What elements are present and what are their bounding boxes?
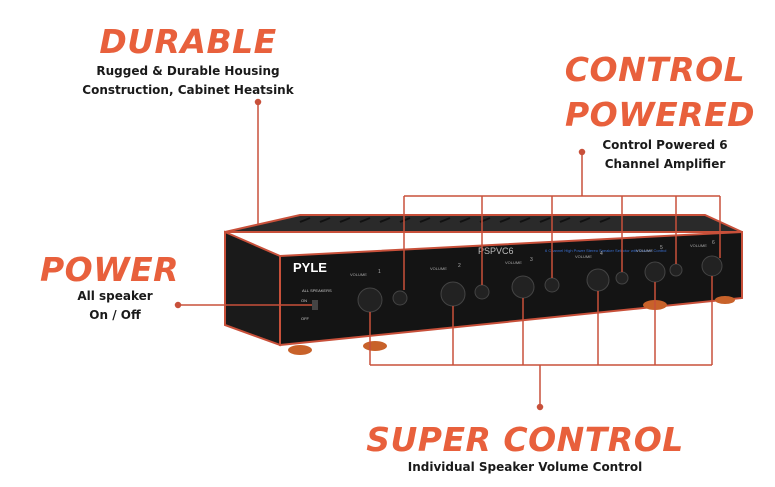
device-foot	[288, 345, 312, 355]
power-off-label: OFF	[301, 316, 310, 321]
control-powered-heading-line2: POWERED	[564, 95, 756, 134]
control-powered-heading-line1: CONTROL	[564, 50, 746, 89]
volume-label: VOLUME	[636, 248, 653, 253]
selector-button[interactable]	[392, 290, 408, 306]
super-control-subtitle: Individual Speaker Volume Control	[407, 460, 643, 474]
device-side-panel	[224, 230, 281, 347]
power-on-label: ON	[301, 298, 307, 303]
channel-number: 3	[530, 257, 533, 263]
channel-number: 5	[660, 245, 663, 251]
power-heading: POWER	[40, 250, 180, 289]
channel-2: VOLUME 2	[430, 263, 490, 307]
volume-label: VOLUME	[690, 243, 707, 248]
brand-logo: PYLE	[293, 260, 327, 275]
durable-desc-line2: Construction, Cabinet Heatsink	[82, 83, 294, 97]
durable-heading: DURABLE	[99, 22, 277, 61]
channel-number: 6	[712, 240, 715, 246]
channel-number: 4	[600, 251, 603, 257]
device-foot	[363, 341, 387, 351]
device-front-panel	[279, 230, 743, 347]
heatsink-ridges	[299, 217, 611, 223]
volume-knob[interactable]	[701, 255, 723, 277]
super-control-heading: SUPER CONTROL	[366, 420, 684, 459]
selector-button[interactable]	[615, 271, 629, 285]
channel-5: VOLUME 5	[636, 245, 683, 283]
device-foot	[715, 296, 735, 304]
volume-knob[interactable]	[440, 281, 466, 307]
selector-button[interactable]	[544, 277, 560, 293]
control-powered-desc-line1: Control Powered 6	[602, 138, 728, 152]
selector-button[interactable]	[669, 263, 683, 277]
callout-lines	[174, 98, 721, 411]
power-switch[interactable]	[312, 300, 318, 310]
front-strip-text: 6 Channel High Power Stereo Speaker Sele…	[545, 248, 667, 253]
all-speakers-label: ALL SPEAKERS	[302, 288, 332, 293]
power-desc-line2: On / Off	[89, 308, 141, 322]
channel-3: VOLUME 3	[505, 257, 560, 299]
volume-knob[interactable]	[644, 261, 666, 283]
control-powered-desc-line2: Channel Amplifier	[604, 157, 726, 171]
selector-button[interactable]	[474, 284, 490, 300]
power-desc-line1: All speaker	[77, 289, 153, 303]
volume-label: VOLUME	[505, 260, 522, 265]
volume-knob[interactable]	[511, 275, 535, 299]
channel-number: 2	[458, 263, 461, 269]
channel-number: 1	[378, 269, 381, 275]
volume-label: VOLUME	[430, 266, 447, 271]
volume-knob[interactable]	[586, 268, 610, 292]
volume-label: VOLUME	[350, 272, 367, 277]
volume-knob[interactable]	[357, 287, 383, 313]
volume-label: VOLUME	[575, 254, 592, 259]
device-top-panel	[224, 214, 743, 233]
model-label: PSPVC6	[478, 246, 514, 256]
channel-4: VOLUME 4	[575, 251, 629, 292]
durable-desc-line1: Rugged & Durable Housing	[96, 64, 280, 78]
